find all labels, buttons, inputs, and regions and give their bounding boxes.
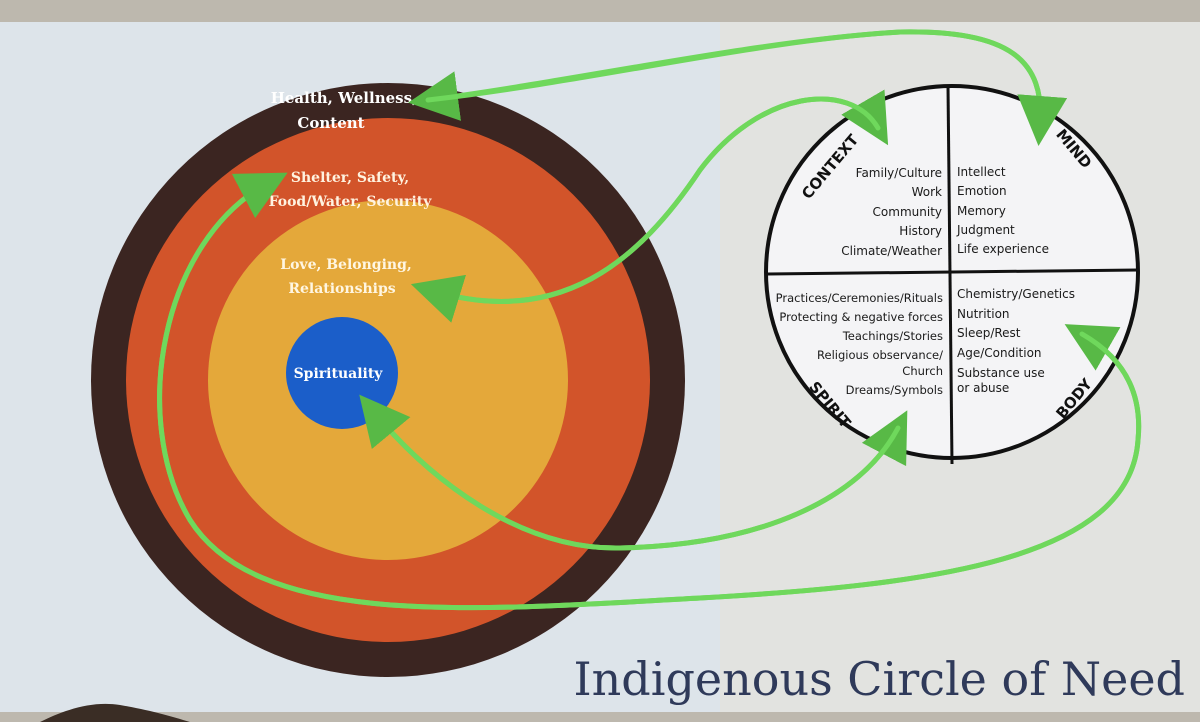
wheel-horizontal-divider — [767, 268, 1139, 276]
body-item: Chemistry/Genetics — [957, 287, 1075, 301]
context-item: Climate/Weather — [841, 244, 942, 258]
mind-item: Life experience — [957, 242, 1049, 256]
arrow-health-to-mind — [425, 29, 1068, 146]
foreground-silhouette — [40, 703, 190, 722]
arrow-context-to-love — [410, 96, 881, 323]
context-item: Work — [912, 185, 942, 199]
context-items: Family/Culture Work Community History Cl… — [841, 166, 942, 258]
spirituality-label: Spirituality — [294, 366, 384, 382]
arrow-body-to-shelter — [157, 172, 1142, 611]
body-item: Age/Condition — [957, 346, 1042, 360]
shelter-ring-label-line1: Shelter, Safety, — [291, 170, 409, 186]
body-item: Substance use — [957, 366, 1045, 380]
body-item: Sleep/Rest — [957, 326, 1021, 340]
wheel-vertical-divider — [946, 85, 954, 465]
spirit-item: Church — [902, 364, 943, 378]
connector-arrows — [157, 29, 1142, 611]
mind-item: Intellect — [957, 165, 1006, 179]
context-item: History — [899, 224, 942, 238]
mind-item: Judgment — [956, 223, 1015, 237]
spirit-item: Religious observance/ — [817, 348, 943, 362]
context-item: Family/Culture — [856, 166, 942, 180]
love-ring-label-line2: Relationships — [288, 281, 395, 297]
mind-item: Memory — [957, 204, 1006, 218]
outer-ring-label-line2: Content — [297, 114, 364, 132]
shelter-ring-label-line2: Food/Water, Security — [269, 194, 433, 210]
arrow-spirit-to-spirituality — [359, 394, 901, 551]
spirit-item: Teachings/Stories — [842, 329, 943, 343]
mind-item: Emotion — [957, 184, 1007, 198]
slide-title: Indigenous Circle of Need — [574, 652, 1186, 706]
outer-ring-label-line1: Health, Wellness, — [271, 89, 418, 107]
medicine-wheel: CONTEXT MIND SPIRIT BODY Family/Culture … — [764, 84, 1140, 465]
body-items: Chemistry/Genetics Nutrition Sleep/Rest … — [957, 287, 1075, 395]
spirit-item: Dreams/Symbols — [846, 383, 943, 397]
mind-items: Intellect Emotion Memory Judgment Life e… — [956, 165, 1049, 256]
spirit-item: Protecting & negative forces — [779, 310, 943, 324]
spirit-items: Practices/Ceremonies/Rituals Protecting … — [776, 291, 943, 397]
spirit-item: Practices/Ceremonies/Rituals — [776, 291, 943, 305]
context-item: Community — [873, 205, 942, 219]
love-ring-label-line1: Love, Belonging, — [280, 257, 412, 273]
body-item: Nutrition — [957, 307, 1010, 321]
body-item: or abuse — [957, 381, 1009, 395]
circle-of-need: Health, Wellness, Content Shelter, Safet… — [91, 83, 685, 677]
